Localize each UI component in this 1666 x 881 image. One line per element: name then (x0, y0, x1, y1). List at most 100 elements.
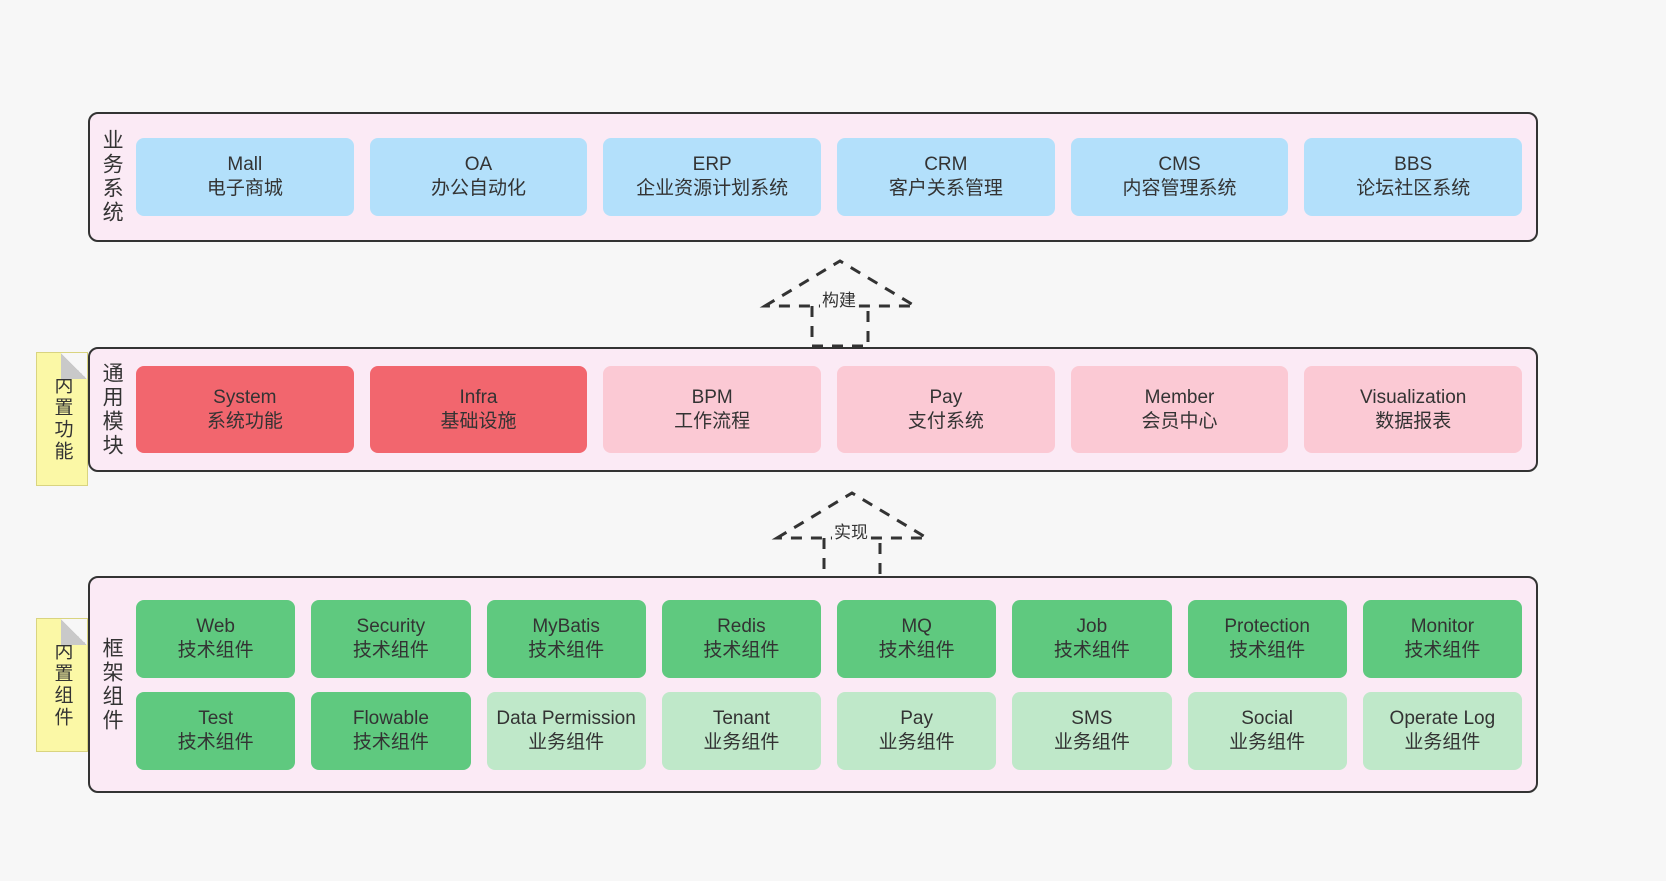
card-subtitle: 业务组件 (878, 731, 955, 753)
layer-body-common-module: System 系统功能 Infra 基础设施 BPM 工作流程 Pay 支付系统… (132, 349, 1536, 470)
card-flowable[interactable]: Flowable 技术组件 (311, 691, 471, 770)
card-oa[interactable]: OA 办公自动化 (369, 138, 588, 216)
note-label: 内置功能 (51, 375, 73, 463)
card-cms[interactable]: CMS 内容管理系统 (1070, 138, 1289, 216)
layer-common-module: 通用模块 System 系统功能 Infra 基础设施 BPM 工作流程 Pay… (88, 347, 1538, 472)
card-subtitle: 客户关系管理 (888, 178, 1003, 199)
card-pay-module[interactable]: Pay 支付系统 (837, 366, 1055, 453)
card-title: CRM (924, 154, 968, 176)
row-business-systems: Mall 电子商城 OA 办公自动化 ERP 企业资源计划系统 CRM 客户关系… (136, 138, 1523, 216)
card-subtitle: 数据报表 (1375, 410, 1452, 432)
card-subtitle: 技术组件 (352, 639, 429, 661)
card-title: Job (1076, 615, 1108, 637)
layer-business-system: 业务系统 Mall 电子商城 OA 办公自动化 ERP 企业资源计划系统 CRM… (88, 112, 1538, 242)
card-subtitle: 技术组件 (528, 639, 605, 661)
card-data-permission[interactable]: Data Permission 业务组件 (486, 691, 646, 770)
card-protection[interactable]: Protection 技术组件 (1187, 599, 1347, 678)
card-title: Operate Log (1389, 707, 1496, 729)
card-subtitle: 技术组件 (878, 639, 955, 661)
card-title: Tenant (712, 707, 770, 729)
card-visualization[interactable]: Visualization 数据报表 (1304, 366, 1523, 453)
card-crm[interactable]: CRM 客户关系管理 (837, 138, 1055, 216)
card-infra[interactable]: Infra 基础设施 (369, 366, 588, 453)
note-builtin-function: 内置功能 (36, 352, 88, 486)
card-monitor[interactable]: Monitor 技术组件 (1362, 599, 1522, 678)
card-subtitle: 业务组件 (528, 731, 605, 753)
card-subtitle: 技术组件 (177, 731, 254, 753)
card-sms[interactable]: SMS 业务组件 (1012, 691, 1172, 770)
connector-implement: 实现 (771, 490, 933, 580)
note-builtin-component: 内置组件 (36, 618, 88, 752)
card-title: OA (464, 154, 493, 176)
card-title: Security (356, 615, 426, 637)
card-title: MyBatis (532, 615, 600, 637)
card-title: BPM (691, 386, 733, 408)
card-bpm[interactable]: BPM 工作流程 (603, 366, 822, 453)
card-subtitle: 技术组件 (177, 639, 254, 661)
card-subtitle: 业务组件 (1053, 731, 1130, 753)
card-subtitle: 技术组件 (1229, 639, 1306, 661)
card-mybatis[interactable]: MyBatis 技术组件 (486, 599, 646, 678)
card-redis[interactable]: Redis 技术组件 (661, 599, 821, 678)
card-title: Pay (900, 707, 933, 729)
card-web[interactable]: Web 技术组件 (136, 599, 296, 678)
card-subtitle: 业务组件 (1229, 731, 1306, 753)
card-subtitle: 基础设施 (440, 410, 517, 432)
connector-label-implement: 实现 (832, 518, 870, 543)
card-title: SMS (1071, 707, 1113, 729)
card-title: Protection (1224, 615, 1310, 637)
card-title: Pay (929, 386, 963, 408)
card-title: Test (198, 707, 234, 729)
card-test[interactable]: Test 技术组件 (136, 691, 296, 770)
card-title: MQ (901, 615, 932, 637)
card-title: Mall (227, 154, 263, 176)
card-mall[interactable]: Mall 电子商城 (136, 138, 354, 216)
card-subtitle: 内容管理系统 (1122, 178, 1237, 199)
card-operate-log[interactable]: Operate Log 业务组件 (1362, 691, 1522, 770)
card-social[interactable]: Social 业务组件 (1187, 691, 1347, 770)
card-subtitle: 技术组件 (703, 639, 780, 661)
card-title: System (213, 386, 277, 408)
card-title: Monitor (1410, 615, 1475, 637)
row-business-components: Test 技术组件 Flowable 技术组件 Data Permission … (136, 691, 1522, 770)
row-tech-components: Web 技术组件 Security 技术组件 MyBatis 技术组件 Redi… (136, 599, 1522, 678)
layer-label-common-module: 通用模块 (100, 361, 124, 458)
layer-body-framework-component: Web 技术组件 Security 技术组件 MyBatis 技术组件 Redi… (132, 578, 1536, 791)
card-tenant[interactable]: Tenant 业务组件 (661, 691, 821, 770)
card-mq[interactable]: MQ 技术组件 (837, 599, 997, 678)
card-title: Data Permission (496, 707, 636, 729)
card-subtitle: 会员中心 (1141, 410, 1218, 432)
card-pay-component[interactable]: Pay 业务组件 (837, 691, 997, 770)
card-subtitle: 业务组件 (703, 731, 780, 753)
row-common-modules: System 系统功能 Infra 基础设施 BPM 工作流程 Pay 支付系统… (136, 366, 1523, 453)
card-subtitle: 办公自动化 (431, 178, 527, 199)
card-subtitle: 工作流程 (674, 410, 751, 432)
card-subtitle: 业务组件 (1404, 731, 1481, 753)
card-title: Member (1144, 386, 1215, 408)
card-member[interactable]: Member 会员中心 (1070, 366, 1289, 453)
card-subtitle: 技术组件 (1404, 639, 1481, 661)
card-erp[interactable]: ERP 企业资源计划系统 (603, 138, 822, 216)
layer-body-business-system: Mall 电子商城 OA 办公自动化 ERP 企业资源计划系统 CRM 客户关系… (132, 114, 1536, 240)
card-subtitle: 电子商城 (206, 178, 283, 199)
card-subtitle: 论坛社区系统 (1356, 178, 1471, 199)
connector-build: 构建 (759, 258, 921, 348)
card-subtitle: 技术组件 (1053, 639, 1130, 661)
card-title: Redis (717, 615, 766, 637)
layer-label-business-system: 业务系统 (100, 129, 124, 225)
card-title: Visualization (1360, 386, 1467, 408)
card-security[interactable]: Security 技术组件 (311, 599, 471, 678)
layer-label-framework-component: 框架组件 (100, 636, 124, 733)
card-system[interactable]: System 系统功能 (136, 366, 354, 453)
card-bbs[interactable]: BBS 论坛社区系统 (1304, 138, 1523, 216)
card-subtitle: 系统功能 (206, 410, 283, 432)
card-title: BBS (1394, 154, 1433, 176)
layer-framework-component: 框架组件 Web 技术组件 Security 技术组件 MyBatis 技术组件… (88, 576, 1538, 793)
connector-label-build: 构建 (820, 286, 858, 311)
card-title: Social (1241, 707, 1293, 729)
card-title: Flowable (352, 707, 429, 729)
card-title: Web (196, 615, 235, 637)
note-label: 内置组件 (51, 641, 73, 729)
card-job[interactable]: Job 技术组件 (1012, 599, 1172, 678)
